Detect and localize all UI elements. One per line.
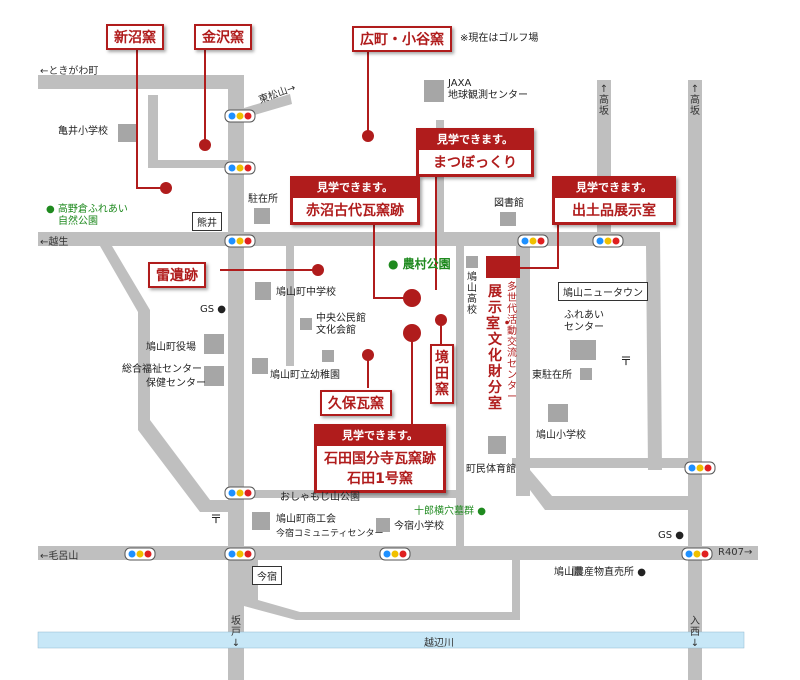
shop-dot-icon: ● bbox=[637, 567, 646, 578]
place-taiikukan: 町民体育館 bbox=[466, 464, 516, 475]
label-kubo-kiln[interactable]: 久保瓦窯 bbox=[320, 390, 392, 416]
place-fukushi-center: 総合福祉センター bbox=[122, 364, 202, 375]
road-takasaka-2: ↑高坂 bbox=[690, 84, 700, 117]
place-gs-1: GS ● bbox=[200, 304, 226, 316]
place-oshamoji-park: おしゃもじ山公園 bbox=[280, 492, 360, 503]
place-newtown: 鳩山ニュータウン bbox=[558, 282, 648, 301]
note-matsubo[interactable]: 見学できます。 まつぼっくり bbox=[416, 128, 534, 177]
place-imajuku-center: 今宿コミュニティセンター bbox=[276, 529, 384, 539]
note-akanuma[interactable]: 見学できます。 赤沼古代瓦窯跡 bbox=[290, 176, 420, 225]
place-imajuku-es: 今宿小学校 bbox=[394, 521, 444, 532]
place-fureai-2: センター bbox=[564, 322, 604, 333]
place-kominkan: 中央公民館 bbox=[316, 313, 366, 324]
road-koshi: ←越生 bbox=[40, 237, 69, 248]
note-ishida[interactable]: 見学できます。 石田国分寺瓦窯跡 石田1号窯 bbox=[314, 424, 446, 493]
place-hatoyama-es: 鳩山小学校 bbox=[536, 430, 586, 441]
place-noson-park: ● 農村公園 bbox=[388, 255, 451, 272]
label-raiiseki[interactable]: 雷遺跡 bbox=[148, 262, 206, 288]
place-takanokura-park: ● 高野倉ふれあい bbox=[46, 200, 128, 215]
park-dot-icon: ● bbox=[477, 506, 486, 517]
leader-lines bbox=[136, 48, 559, 424]
road-moroyama: ←毛呂山 bbox=[40, 551, 79, 562]
note-ishida-line2: 石田1号窯 bbox=[347, 471, 413, 487]
label-hiromachi-kiln[interactable]: 広町・小谷窯 bbox=[352, 26, 452, 52]
gs-dot-icon: ● bbox=[217, 304, 227, 315]
gs-dot-icon: ● bbox=[675, 530, 685, 541]
place-chokubaijo: 鳩山農産物直売所 ● bbox=[554, 567, 646, 579]
place-chokubaijo-name: 鳩山農産物直売所 bbox=[554, 567, 634, 578]
place-fureai-1: ふれあい bbox=[564, 310, 604, 321]
road-tokigawa: ←ときがわ町 bbox=[40, 66, 99, 77]
note-matsubo-name: まつぼっくり bbox=[419, 150, 531, 174]
note-akanuma-name: 赤沼古代瓦窯跡 bbox=[293, 198, 417, 222]
exhibition-center-block bbox=[486, 256, 520, 278]
place-jaxa: JAXA bbox=[448, 78, 472, 89]
place-takanokura-line2: 自然公園 bbox=[58, 216, 98, 227]
river-label: 越辺川 bbox=[424, 638, 454, 649]
place-jurou-yokoana: 十郎横穴墓群 ● bbox=[414, 502, 486, 517]
note-ishida-line1: 石田国分寺瓦窯跡 bbox=[324, 451, 436, 467]
label-kanazawa-kiln[interactable]: 金沢窯 bbox=[194, 24, 252, 50]
buildings bbox=[118, 80, 596, 576]
place-bunka-kaikan: 文化会館 bbox=[316, 325, 356, 336]
place-gs-2-label: GS bbox=[658, 530, 673, 541]
label-golf-note: ※現在はゴルフ場 bbox=[460, 33, 539, 44]
note-ishida-badge: 見学できます。 bbox=[342, 429, 418, 442]
traffic-lights bbox=[124, 109, 716, 561]
river bbox=[37, 631, 745, 649]
post-office-icon: 〒 bbox=[620, 354, 633, 368]
place-higashi-chuzaisho: 東駐在所 bbox=[532, 370, 572, 381]
place-hatoyama-hs: 鳩山高校 bbox=[467, 272, 477, 316]
road-sakado: 坂戸↓ bbox=[231, 616, 241, 649]
label-sakaida-kiln[interactable]: 境田窯 bbox=[430, 344, 454, 404]
roads bbox=[38, 75, 758, 680]
place-shokokai: 鳩山町商工会 bbox=[276, 514, 336, 525]
place-chuzaisho: 駐在所 bbox=[248, 194, 278, 205]
place-gs-2: GS ● bbox=[658, 530, 684, 542]
place-jaxa-center: 地球観測センター bbox=[448, 90, 528, 101]
place-yakuba: 鳩山町役場 bbox=[146, 342, 196, 353]
note-matsubo-badge: 見学できます。 bbox=[437, 133, 513, 146]
park-dot-icon: ● bbox=[46, 204, 55, 215]
place-yochien: 鳩山町立幼稚園 bbox=[270, 370, 340, 381]
park-dot-icon: ● bbox=[388, 257, 399, 271]
road-irumanishi: 入西↓ bbox=[690, 616, 700, 649]
place-toshokan: 図書館 bbox=[494, 198, 524, 209]
note-shutsudo[interactable]: 見学できます。 出土品展示室 bbox=[552, 176, 676, 225]
label-niinuma-kiln[interactable]: 新沼窯 bbox=[106, 24, 164, 50]
post-office-icon: 〒 bbox=[210, 512, 223, 526]
label-multigeneration-center: 多世代活動交流センター bbox=[507, 282, 517, 403]
place-chugakko: 鳩山町中学校 bbox=[276, 287, 336, 298]
place-jurou-name: 十郎横穴墓群 bbox=[414, 506, 474, 517]
place-takanokura-line1: 高野倉ふれあい bbox=[57, 204, 128, 215]
note-ishida-name: 石田国分寺瓦窯跡 石田1号窯 bbox=[317, 446, 443, 490]
road-r407: R407→ bbox=[718, 547, 753, 558]
place-noson-name: 農村公園 bbox=[402, 257, 451, 271]
note-shutsudo-badge: 見学できます。 bbox=[576, 181, 652, 194]
place-hoken-center: 保健センター bbox=[146, 378, 206, 389]
label-exhibition-center[interactable]: 展示室・文化財分室 bbox=[486, 284, 514, 412]
road-takasaka-1: ↑高坂 bbox=[599, 84, 609, 117]
place-imajuku: 今宿 bbox=[252, 566, 282, 585]
place-gs-1-label: GS bbox=[200, 304, 215, 315]
place-kumai: 熊井 bbox=[192, 212, 222, 231]
note-shutsudo-name: 出土品展示室 bbox=[555, 198, 673, 222]
place-kamei-school: 亀井小学校 bbox=[58, 126, 108, 137]
site-dots bbox=[160, 130, 447, 361]
note-akanuma-badge: 見学できます。 bbox=[317, 181, 393, 194]
